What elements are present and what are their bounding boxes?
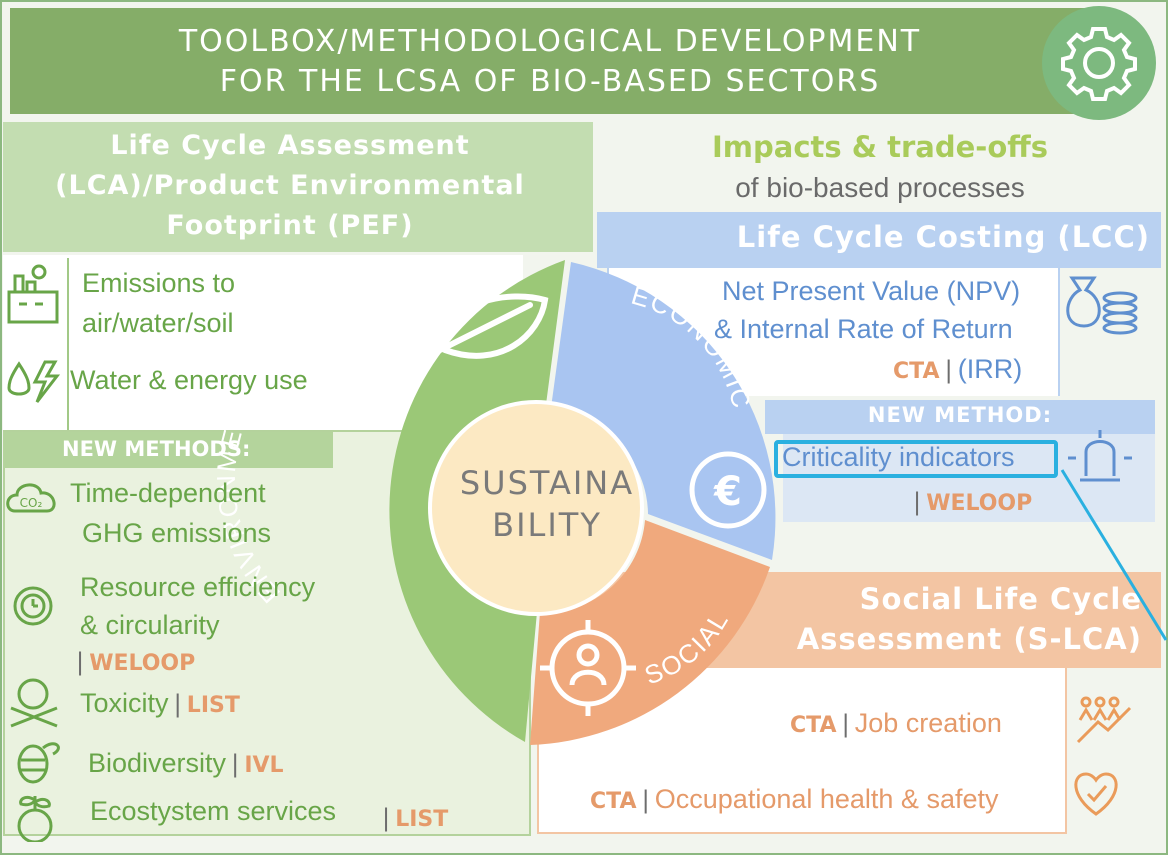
separator: | (382, 804, 391, 832)
lca-title-line-2: (LCA)/Product Environmental (55, 170, 525, 201)
npv-partner-row: CTA | (IRR) (893, 354, 1022, 385)
new-methods-bar (3, 432, 333, 468)
npv-line-1: Net Present Value (NPV) (722, 276, 1021, 306)
lca-icon-column: CO₂ (6, 264, 61, 842)
svg-text:€: € (713, 469, 742, 515)
new-method-label: NEW METHOD: (867, 403, 1053, 427)
co2-icon: CO₂ (6, 483, 56, 513)
separator: | (173, 690, 182, 718)
money-bag-icon (1066, 276, 1138, 335)
title-banner (10, 8, 1100, 114)
segment-economic (550, 262, 776, 560)
job-text: Job creation (854, 708, 1002, 738)
impacts-subtitle: of bio-based processes (735, 172, 1025, 203)
segment-social (530, 520, 770, 745)
new-method-bar (765, 400, 1155, 434)
leaf-icon (427, 293, 549, 359)
ghg-line-1: Time-dependent (70, 478, 266, 508)
gear-badge (1042, 6, 1156, 120)
lca-title-line-3: Footprint (PEF) (166, 210, 414, 241)
job-row: CTA | Job creation (790, 708, 1002, 739)
gear-icon (1061, 27, 1137, 101)
criticality-partner-row: | WELOOP (913, 488, 1032, 516)
target-person-icon (540, 620, 636, 716)
ohs-text: Occupational health & safety (654, 784, 999, 814)
biodiversity-partner: IVL (244, 753, 284, 778)
connector-line (1060, 469, 1168, 641)
criticality-text: Criticality indicators (782, 442, 1015, 472)
plant-globe-icon (17, 796, 53, 842)
title-line-2: FOR THE LCSA OF BIO-BASED SECTORS (219, 64, 881, 99)
lca-title-line-1: Life Cycle Assessment (110, 130, 470, 161)
slca-title-line-2: Assessment (S-LCA) (796, 622, 1142, 656)
ohs-row: CTA | Occupational health & safety (590, 784, 998, 815)
emissions-line-1: Emissions to (82, 268, 236, 298)
separator: | (841, 710, 850, 738)
npv-line-2: & Internal Rate of Return (714, 314, 1013, 344)
ecosystem-partner-row: | LIST (382, 804, 448, 832)
criticality-highlight (774, 440, 1058, 478)
title-line-1: TOOLBOX/METHODOLOGICAL DEVELOPMENT (178, 24, 922, 59)
lcc-title: Life Cycle Costing (LCC) (736, 220, 1150, 254)
factory-icon (7, 264, 59, 324)
separator: | (944, 356, 953, 384)
heart-check-icon (1074, 772, 1118, 816)
center-label-line-1: SUSTAINA (460, 464, 634, 502)
new-method-body (783, 434, 1155, 522)
ohs-partner: CTA (590, 789, 637, 814)
lca-header (3, 122, 593, 252)
ecosystem-partner: LIST (395, 807, 449, 832)
water-energy-text: Water & energy use (70, 365, 308, 395)
gear-clock-icon (13, 586, 53, 626)
svg-text:CO₂: CO₂ (20, 496, 43, 510)
water-energy-icon (7, 360, 61, 403)
toxicity-text: Toxicity (80, 688, 169, 718)
people-growth-icon (1076, 696, 1132, 744)
lca-divider (67, 258, 69, 430)
new-methods-label: NEW METHODS: (62, 437, 251, 461)
bee-icon (17, 742, 60, 784)
separator: | (913, 488, 922, 516)
center-label-line-2: BILITY (492, 506, 602, 544)
ghg-line-2: GHG emissions (82, 518, 272, 548)
npv-partner: CTA (893, 359, 940, 384)
segment-environmental (389, 260, 565, 742)
lcc-header (597, 212, 1161, 268)
irr-text: (IRR) (957, 354, 1023, 384)
impacts-title: Impacts & trade-offs (711, 130, 1048, 164)
skull-icon (10, 678, 58, 728)
euro-icon: € (689, 451, 767, 529)
separator: | (231, 750, 240, 778)
toxicity-partner: LIST (186, 693, 240, 718)
slca-title-line-1: Social Life Cycle (859, 582, 1142, 616)
ecosystem-text: Ecostystem services (90, 796, 337, 826)
biodiversity-text: Biodiversity (88, 748, 227, 778)
job-partner: CTA (790, 713, 837, 738)
center-circle (428, 400, 644, 616)
resource-line-2: & circularity (80, 610, 220, 640)
emissions-line-2: air/water/soil (82, 308, 234, 338)
resource-partner-row: | WELOOP (76, 648, 195, 676)
resource-partner: WELOOP (89, 651, 196, 676)
siren-icon (1068, 430, 1132, 482)
resource-line-1: Resource efficiency (80, 572, 316, 602)
separator: | (641, 786, 650, 814)
criticality-partner: WELOOP (926, 491, 1033, 516)
biodiversity-row: Biodiversity | IVL (88, 748, 284, 779)
toxicity-row: Toxicity | LIST (80, 688, 240, 719)
separator: | (76, 648, 85, 676)
